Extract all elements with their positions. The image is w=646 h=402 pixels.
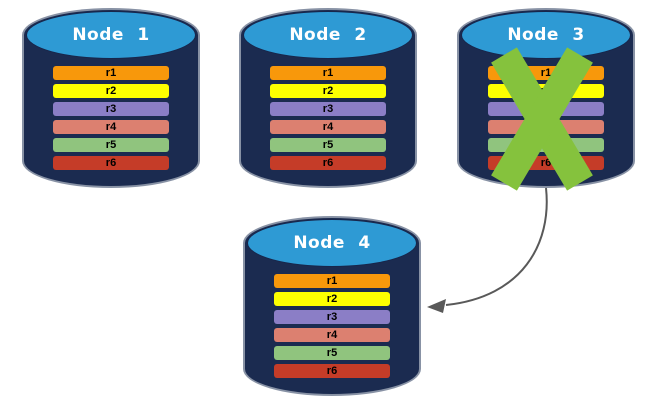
replica-label: r4 xyxy=(540,120,552,133)
node-4-replica-r2: r2 xyxy=(274,292,390,306)
curved-arrow-line xyxy=(445,187,548,306)
node-1-replica-list: r1 r2 r3 r4 r5 r6 xyxy=(53,66,169,174)
node-3-replica-r5: r5 xyxy=(488,138,604,152)
node-2-replica-r4: r4 xyxy=(270,120,386,134)
replica-label: r1 xyxy=(326,274,338,287)
node-3-replica-r3: r3 xyxy=(488,102,604,116)
node-3-replica-r4: r4 xyxy=(488,120,604,134)
node-4-replica-list: r1 r2 r3 r4 r5 r6 xyxy=(274,274,390,382)
replica-label: r2 xyxy=(326,292,338,305)
replica-label: r6 xyxy=(540,156,552,169)
replica-label: r3 xyxy=(326,310,338,323)
node-1-replica-r4: r4 xyxy=(53,120,169,134)
replica-label: r3 xyxy=(540,102,552,115)
replica-label: r2 xyxy=(105,84,117,97)
node-3-replica-r1: r1 xyxy=(488,66,604,80)
node-2-replica-r2: r2 xyxy=(270,84,386,98)
replica-label: r3 xyxy=(105,102,117,115)
replica-label: r2 xyxy=(540,84,552,97)
node-4: Node 4 r1 r2 r3 r4 r5 r6 xyxy=(243,216,421,396)
node-3-replica-r6: r6 xyxy=(488,156,604,170)
node-4-cylinder-top: Node 4 xyxy=(247,219,417,267)
node-4-title: Node 4 xyxy=(293,233,371,253)
replica-label: r6 xyxy=(322,156,334,169)
node-2-title: Node 2 xyxy=(289,25,367,45)
replica-label: r3 xyxy=(322,102,334,115)
node-1-title: Node 1 xyxy=(72,25,150,45)
replica-label: r4 xyxy=(326,328,338,341)
replica-label: r5 xyxy=(105,138,117,151)
replica-label: r5 xyxy=(326,346,338,359)
node-4-replica-r5: r5 xyxy=(274,346,390,360)
node-3-cylinder-top: Node 3 xyxy=(461,11,631,59)
node-2-cylinder-top: Node 2 xyxy=(243,11,413,59)
node-2-replica-r1: r1 xyxy=(270,66,386,80)
replica-label: r5 xyxy=(540,138,552,151)
replica-label: r4 xyxy=(322,120,334,133)
node-2-replica-r5: r5 xyxy=(270,138,386,152)
node-2-replica-list: r1 r2 r3 r4 r5 r6 xyxy=(270,66,386,174)
node-1-cylinder-top: Node 1 xyxy=(26,11,196,59)
node-3-replica-list: r1 r2 r3 r4 r5 r6 xyxy=(488,66,604,174)
curved-arrow-head xyxy=(427,299,446,313)
node-4-replica-r6: r6 xyxy=(274,364,390,378)
node-3: Node 3 r1 r2 r3 r4 r5 r6 xyxy=(457,8,635,188)
node-1-replica-r3: r3 xyxy=(53,102,169,116)
replica-label: r6 xyxy=(326,364,338,377)
replica-label: r1 xyxy=(322,66,334,79)
node-1: Node 1 r1 r2 r3 r4 r5 r6 xyxy=(22,8,200,188)
replica-label: r5 xyxy=(322,138,334,151)
node-1-replica-r1: r1 xyxy=(53,66,169,80)
replica-label: r4 xyxy=(105,120,117,133)
node-4-replica-r4: r4 xyxy=(274,328,390,342)
node-4-replica-r1: r1 xyxy=(274,274,390,288)
node-2: Node 2 r1 r2 r3 r4 r5 r6 xyxy=(239,8,417,188)
node-2-replica-r6: r6 xyxy=(270,156,386,170)
replica-label: r6 xyxy=(105,156,117,169)
node-3-replica-r2: r2 xyxy=(488,84,604,98)
replica-label: r2 xyxy=(322,84,334,97)
node-1-replica-r5: r5 xyxy=(53,138,169,152)
replica-label: r1 xyxy=(105,66,117,79)
node-1-replica-r6: r6 xyxy=(53,156,169,170)
node-4-replica-r3: r3 xyxy=(274,310,390,324)
replica-label: r1 xyxy=(540,66,552,79)
node-2-replica-r3: r3 xyxy=(270,102,386,116)
node-3-title: Node 3 xyxy=(507,25,585,45)
node-1-replica-r2: r2 xyxy=(53,84,169,98)
